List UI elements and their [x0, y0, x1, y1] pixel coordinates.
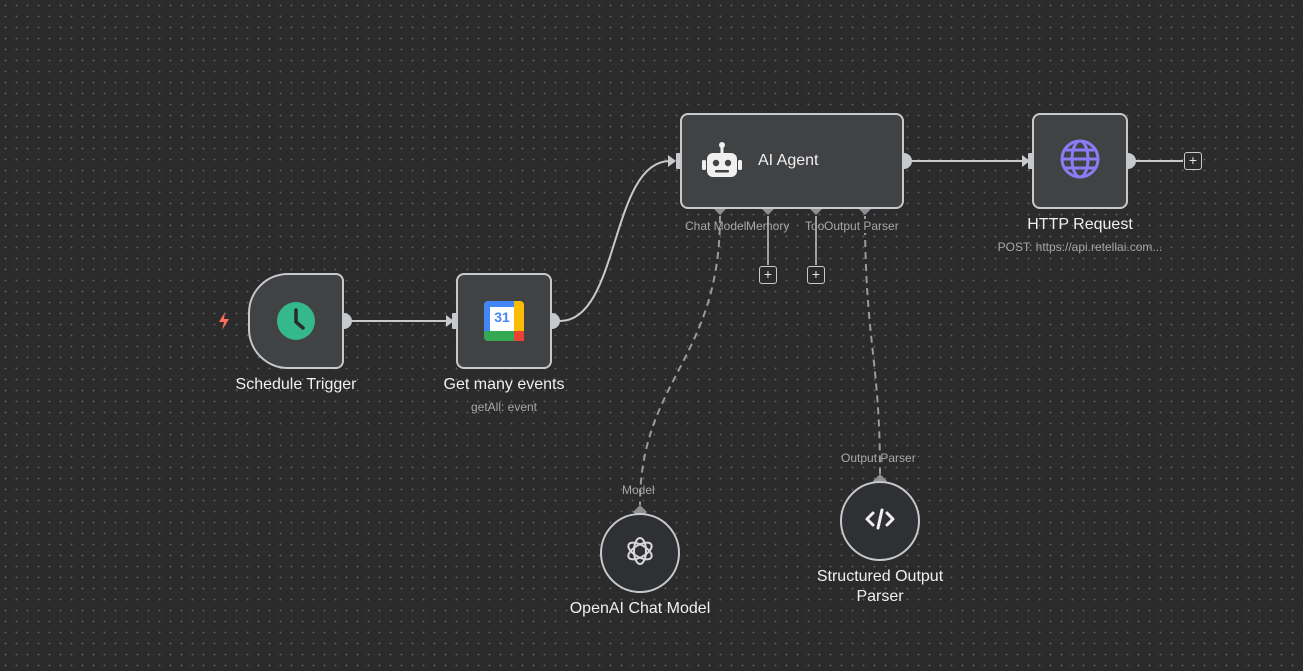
clock-icon	[276, 301, 316, 341]
openai-port-label: Model	[622, 483, 655, 497]
add-node-button[interactable]: +	[1184, 152, 1202, 170]
parser-port-label: Output Parser	[841, 451, 916, 465]
port-label-output-parser: Output Parser	[824, 219, 899, 233]
connection-model-to-agent	[639, 215, 721, 506]
structured-output-parser-title-1: Structured Output	[816, 568, 944, 585]
schedule-trigger-title: Schedule Trigger	[235, 376, 357, 393]
port-label-memory: Memory	[746, 219, 790, 233]
ai-agent-title: AI Agent	[758, 152, 819, 169]
http-request-title: HTTP Request	[1027, 216, 1133, 233]
port-label-chat-model: Chat Model	[685, 219, 747, 233]
robot-icon	[700, 141, 744, 181]
schedule-trigger-node[interactable]	[248, 273, 344, 369]
add-memory-button[interactable]: +	[759, 266, 777, 284]
globe-icon	[1059, 138, 1101, 185]
lightning-icon	[216, 311, 232, 336]
google-calendar-icon: 31	[484, 301, 524, 341]
port-label-tool: Tool	[805, 219, 828, 233]
ai-agent-node[interactable]: AI Agent	[680, 113, 904, 209]
openai-icon	[624, 535, 656, 572]
calendar-day-text: 31	[494, 309, 510, 325]
http-request-subtitle: POST: https://api.retellai.com...	[997, 240, 1163, 254]
structured-output-parser-node[interactable]	[840, 481, 920, 561]
http-request-node[interactable]	[1032, 113, 1128, 209]
structured-output-parser-title-2: Parser	[856, 588, 904, 605]
openai-chat-model-node[interactable]	[600, 513, 680, 593]
get-many-events-node[interactable]: 31	[456, 273, 552, 369]
get-many-events-subtitle: getAll: event	[470, 400, 538, 414]
connection-parser-to-agent	[864, 215, 881, 475]
add-tool-button[interactable]: +	[807, 266, 825, 284]
code-icon	[864, 507, 896, 536]
openai-chat-model-title: OpenAI Chat Model	[569, 600, 711, 617]
connection-events-to-agent	[559, 160, 671, 322]
get-many-events-title: Get many events	[443, 376, 565, 393]
